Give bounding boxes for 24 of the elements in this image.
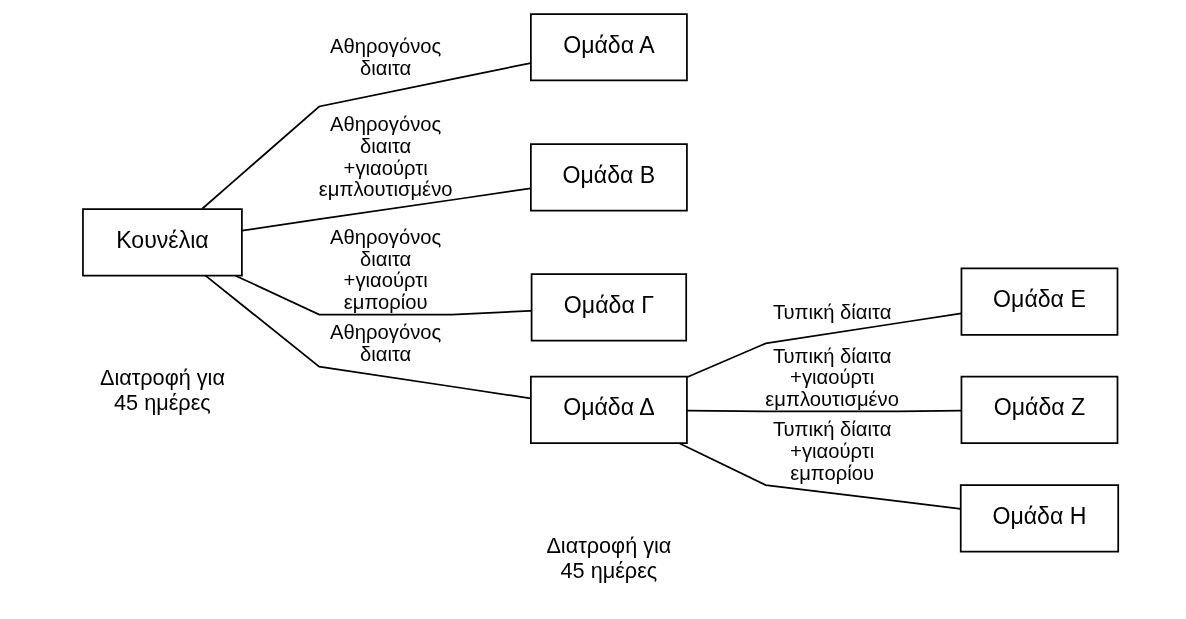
label: Διατροφή για 45 ημέρες: [99, 365, 225, 415]
node-box: Ομάδα Η: [959, 484, 1120, 553]
edge-label: Αθηρογόνος διαιτα: [330, 321, 442, 366]
connector: [686, 409, 963, 413]
edge-label: Αθηρογόνος διαιτα +γιαούρτι εμπλουτισμένο: [318, 113, 453, 201]
connector: [678, 442, 962, 510]
edge-label: Τυπική δίαιτα +γιαούρτι εμπλουτισμένο: [765, 344, 899, 410]
connector: [241, 187, 532, 232]
node-box: Κουνέλια: [82, 208, 243, 277]
edge-label: Αθηρογόνος διαιτα: [330, 35, 442, 79]
node-box: Ομάδα Ζ: [960, 375, 1119, 444]
edge-label: Τυπική δίαιτα: [772, 301, 892, 324]
node-box: Ομάδα Β: [530, 143, 688, 212]
node-box: Ομάδα Α: [530, 13, 688, 82]
node-box: Ομάδα Γ: [530, 273, 688, 342]
connector: [201, 62, 532, 210]
edge-label: Αθηρογόνος διαιτα +γιαούρτι εμπορίου: [330, 226, 442, 314]
node-box: Ομάδα Ε: [960, 267, 1119, 336]
node-box: Ομάδα Δ: [530, 375, 688, 444]
connector: [204, 274, 532, 400]
label: Διατροφή για 45 ημέρες: [546, 532, 672, 583]
connector: [234, 274, 532, 316]
edge-label: Τυπική δίαιτα +γιαούρτι εμπορίου: [772, 418, 892, 484]
connector: [686, 312, 963, 378]
